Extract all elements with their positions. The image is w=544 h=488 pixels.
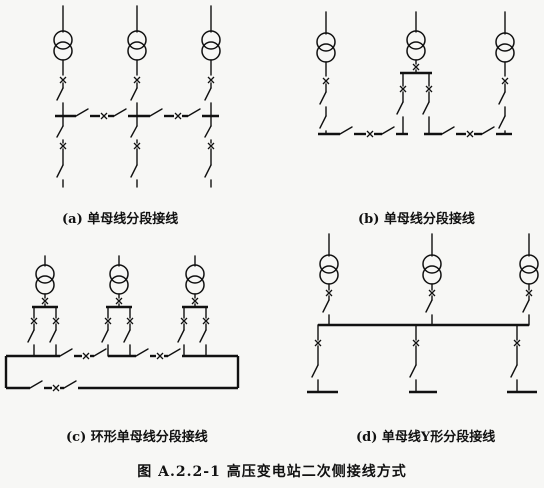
panel-c-feeder-branches bbox=[27, 306, 210, 357]
caption-b: (b) 单母线分段接线 bbox=[358, 212, 475, 227]
caption-d: (d) 单母线Y形分段接线 bbox=[356, 430, 496, 445]
panel-c-schematic bbox=[4, 255, 240, 392]
panel-c-ring-bus bbox=[4, 348, 240, 392]
panel-a-transformer bbox=[201, 5, 221, 76]
panel-d-schematic bbox=[307, 233, 539, 394]
panel-b-schematic bbox=[316, 11, 515, 138]
panel-d-transformer bbox=[422, 233, 442, 326]
panel-a-transformer bbox=[127, 5, 147, 76]
panel-a-incoming-switchgear bbox=[56, 76, 215, 117]
figure-title: 图 A.2.2-1 高压变电站二次侧接线方式 bbox=[137, 464, 407, 480]
panel-a-busbar bbox=[55, 108, 219, 120]
panel-b-transformer bbox=[400, 11, 432, 75]
panel-d-bus-branches bbox=[307, 324, 537, 394]
panel-d-transformer bbox=[519, 233, 539, 326]
panel-c-transformer bbox=[182, 255, 208, 309]
panel-a-outgoing-feeders bbox=[56, 115, 215, 188]
panel-a-transformer bbox=[53, 5, 73, 76]
panel-a-schematic bbox=[53, 5, 221, 188]
caption-c: (c) 环形单母线分段接线 bbox=[66, 430, 208, 445]
panel-b-transformer bbox=[495, 11, 515, 77]
panel-c-transformer bbox=[106, 255, 132, 309]
panel-c-transformer bbox=[32, 255, 58, 309]
panel-b-transformer bbox=[316, 11, 336, 77]
panel-b-switchgear bbox=[319, 72, 509, 135]
caption-a: (a) 单母线分段接线 bbox=[62, 212, 179, 227]
panel-b-busbar bbox=[318, 126, 512, 138]
panel-d-transformer bbox=[319, 233, 339, 326]
